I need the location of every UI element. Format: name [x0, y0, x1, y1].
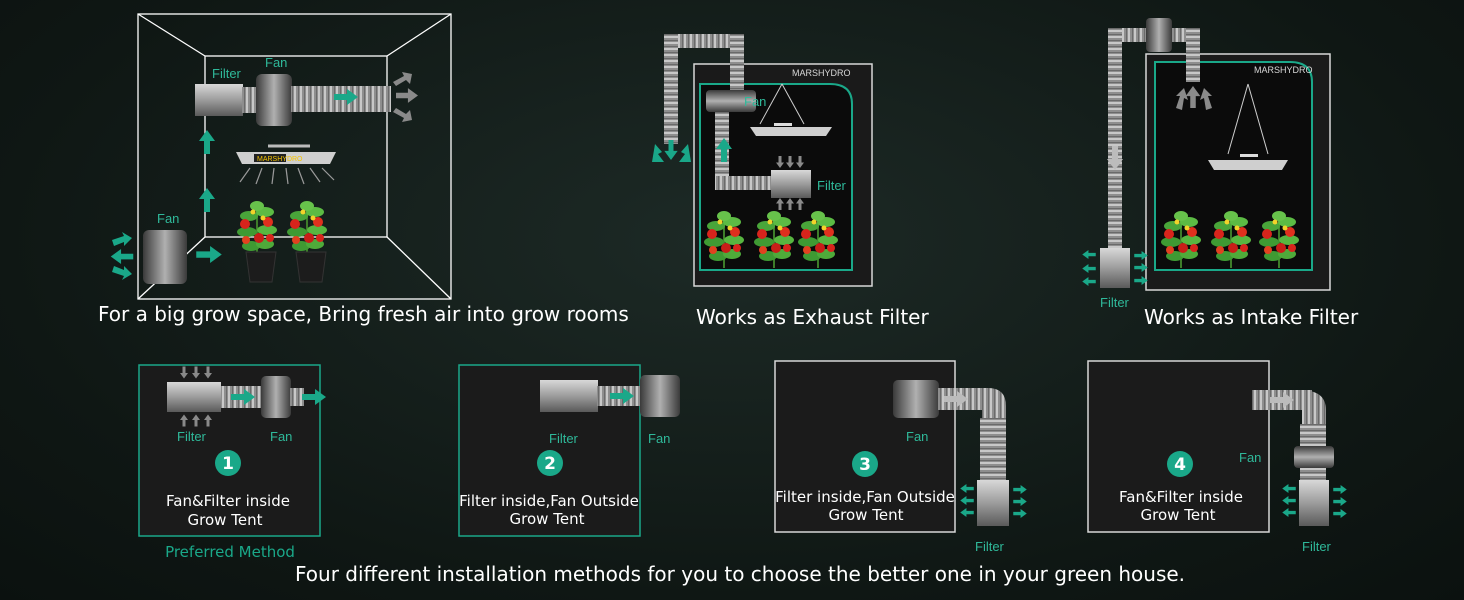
filter-label: Filter — [212, 66, 242, 81]
intake-caption: Works as Intake Filter — [1144, 305, 1359, 329]
method-card-1: Filter Fan 1 Fan&Filter inside Grow Tent… — [138, 364, 326, 561]
method-line-2: Grow Tent — [829, 506, 904, 524]
method-line-2: Grow Tent — [188, 511, 263, 529]
method-card-4: Fan Filter 4 Fan&Filter inside Grow Tent — [1087, 360, 1347, 554]
filter-label: Filter — [549, 431, 579, 446]
method-card-2: Filter Fan 2 Filter inside,Fan Outside G… — [458, 364, 680, 537]
fan-label: Fan — [744, 94, 766, 109]
room-scene: MARSHYDRO Filter Fan Fan — [110, 13, 452, 300]
intake-scene: MARSHYDRO Filter — [1082, 18, 1331, 310]
method-number: 2 — [544, 454, 556, 474]
exhaust-caption: Works as Exhaust Filter — [696, 305, 929, 329]
filter-label: Filter — [817, 178, 847, 193]
filter-label: Filter — [1302, 539, 1332, 554]
method-line-1: Filter inside,Fan Outside — [775, 488, 955, 506]
exhaust-scene: MARSHYDRO Fan Filter — [652, 34, 873, 287]
method-line-2: Grow Tent — [510, 510, 585, 528]
light-brand: MARSHYDRO — [257, 156, 303, 163]
tent-brand: MARSHYDRO — [1254, 65, 1313, 75]
method-line-1: Fan&Filter inside — [1119, 488, 1243, 506]
method-card-3: Fan Filter 3 Filter inside,Fan Outside G… — [774, 360, 1027, 554]
method-line-1: Filter inside,Fan Outside — [459, 492, 639, 510]
tent-brand: MARSHYDRO — [792, 68, 851, 78]
filter-label: Filter — [975, 539, 1005, 554]
method-line-2: Grow Tent — [1141, 506, 1216, 524]
room-caption: For a big grow space, Bring fresh air in… — [98, 302, 629, 326]
fan-label-2: Fan — [157, 211, 179, 226]
method-line-1: Fan&Filter inside — [166, 492, 290, 510]
fan-label: Fan — [265, 55, 287, 70]
filter-label: Filter — [1100, 295, 1130, 310]
fan-label: Fan — [270, 429, 292, 444]
fan-label: Fan — [1239, 450, 1261, 465]
fan-label: Fan — [648, 431, 670, 446]
fan-label: Fan — [906, 429, 928, 444]
method-number: 1 — [222, 454, 234, 474]
filter-label: Filter — [177, 429, 207, 444]
preferred-method-note: Preferred Method — [165, 543, 295, 561]
footer-caption: Four different installation methods for … — [295, 562, 1186, 586]
method-number: 3 — [859, 455, 871, 475]
method-number: 4 — [1174, 455, 1186, 475]
